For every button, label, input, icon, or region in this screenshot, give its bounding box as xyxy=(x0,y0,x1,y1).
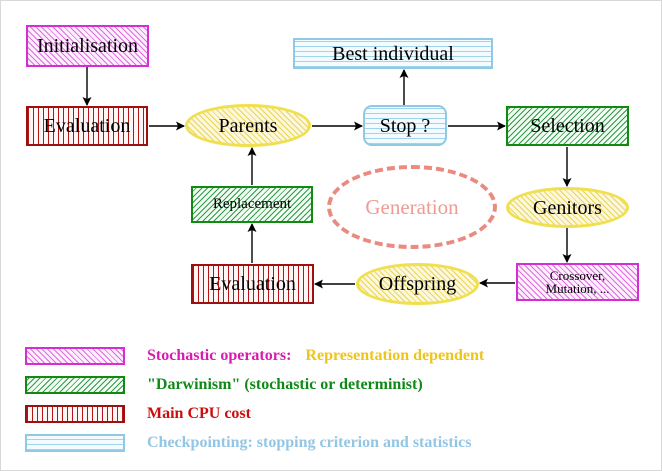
node-stop-label: Stop ? xyxy=(379,114,431,137)
legend-label-checkpointing: Checkpointing: stopping criterion and st… xyxy=(147,434,471,452)
generation-marker: Generation xyxy=(327,165,497,249)
node-offspring-label: Offspring xyxy=(378,273,457,295)
node-parents-label: Parents xyxy=(218,114,278,137)
legend-label-main-cpu-cost-text: Main CPU cost xyxy=(147,404,251,422)
node-stop[interactable]: Stop ? xyxy=(363,105,447,146)
legend-item-checkpointing: Checkpointing: stopping criterion and st… xyxy=(25,430,645,455)
legend-label-darwinism: "Darwinism" (stochastic or determinist) xyxy=(147,376,423,394)
node-evaluation-top-label: Evaluation xyxy=(43,115,131,137)
legend-label-stochastic-operators-text: Stochastic operators: xyxy=(147,346,292,364)
legend-swatch-red xyxy=(25,404,125,423)
node-evaluation-top[interactable]: Evaluation xyxy=(26,106,148,146)
node-replacement[interactable]: Replacement xyxy=(191,186,313,223)
node-initialisation[interactable]: Initialisation xyxy=(26,25,149,67)
node-crossover-mutation[interactable]: Crossover, Mutation, ... xyxy=(516,263,639,301)
legend-swatch-green xyxy=(25,375,125,394)
legend-label-main-cpu-cost: Main CPU cost xyxy=(147,405,251,423)
node-offspring[interactable]: Offspring xyxy=(356,263,479,305)
node-selection[interactable]: Selection xyxy=(506,106,629,146)
legend-label-stochastic-operators: Stochastic operators: Representation depe… xyxy=(147,347,484,365)
node-best-individual-label: Best individual xyxy=(332,42,454,65)
node-evaluation-bottom[interactable]: Evaluation xyxy=(191,264,314,304)
legend-swatch-magenta xyxy=(25,346,125,365)
generation-marker-label: Generation xyxy=(365,194,459,219)
node-initialisation-label: Initialisation xyxy=(36,35,139,57)
node-selection-label: Selection xyxy=(530,115,605,137)
node-parents[interactable]: Parents xyxy=(185,104,311,147)
node-crossover-mutation-label: Crossover, Mutation, ... xyxy=(545,268,610,296)
legend-label-darwinism-text: "Darwinism" (stochastic or determinist) xyxy=(147,375,423,393)
legend-swatch-blue xyxy=(25,433,125,452)
node-evaluation-bottom-label: Evaluation xyxy=(209,273,296,295)
legend-label-representation-dependent: Representation dependent xyxy=(305,346,485,364)
legend-label-checkpointing-text: Checkpointing: stopping criterion and st… xyxy=(147,433,472,451)
node-genitors-label: Genitors xyxy=(533,196,602,219)
legend: Stochastic operators: Representation depe… xyxy=(25,343,645,459)
legend-item-main-cpu-cost: Main CPU cost xyxy=(25,401,645,426)
node-best-individual[interactable]: Best individual xyxy=(293,38,493,69)
legend-item-darwinism: "Darwinism" (stochastic or determinist) xyxy=(25,372,645,397)
node-replacement-label: Replacement xyxy=(212,196,292,212)
node-genitors[interactable]: Genitors xyxy=(506,187,629,228)
legend-item-stochastic-operators: Stochastic operators: Representation depe… xyxy=(25,343,645,368)
